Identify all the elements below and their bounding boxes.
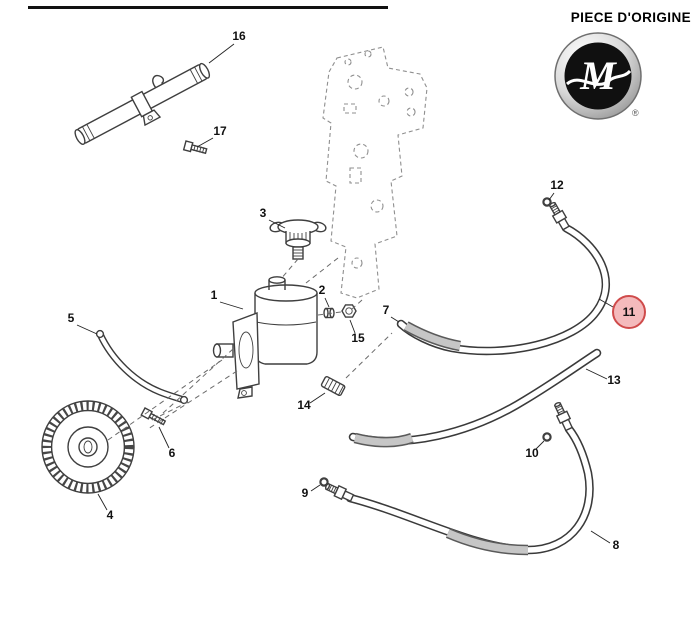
registered-mark: ®	[632, 108, 639, 118]
title-underline	[28, 6, 388, 9]
pressure-hose-upper	[396, 201, 611, 356]
part-callout-1[interactable]: 1	[211, 288, 218, 302]
origin-label: PIECE D'ORIGINE	[570, 10, 691, 25]
reservoir-cap	[269, 219, 327, 281]
pulley	[41, 400, 135, 494]
leader-lines	[76, 43, 614, 544]
part-callout-4[interactable]: 4	[107, 508, 114, 522]
part-callout-2[interactable]: 2	[319, 283, 326, 297]
logo-disc	[564, 42, 632, 110]
oring-9	[319, 477, 329, 487]
part-callout-11[interactable]: 11	[623, 305, 636, 319]
assembly-dash-lines	[107, 257, 393, 441]
part-callout-10[interactable]: 10	[525, 446, 539, 460]
mounting-brace	[95, 329, 189, 405]
part-callout-8[interactable]: 8	[613, 538, 620, 552]
part-callout-9[interactable]: 9	[302, 486, 309, 500]
part-callout-3[interactable]: 3	[260, 206, 267, 220]
pressure-hose-lower	[324, 401, 594, 556]
oring-12	[542, 197, 552, 207]
mercury-logo: M ®	[552, 30, 644, 122]
steering-tube	[74, 62, 211, 145]
hose-coupler	[320, 376, 346, 397]
ghost-engine-bracket	[322, 46, 428, 299]
part-callout-5[interactable]: 5	[68, 311, 75, 325]
mercury-m-icon: M	[579, 53, 617, 98]
part-callout-11-highlight[interactable]: 11	[612, 295, 646, 329]
highlight-circle	[612, 295, 646, 329]
return-hose	[348, 348, 602, 448]
part-callout-6[interactable]: 6	[169, 446, 176, 460]
part-callout-7[interactable]: 7	[383, 303, 390, 317]
oring-10	[542, 432, 552, 442]
part-callout-12[interactable]: 12	[550, 178, 564, 192]
brace-bolt	[140, 407, 167, 426]
wave-icon	[565, 69, 632, 86]
part-callouts: 1 2 3 4 5 6 7 8 9 10 11 12 13 14 15 16 1…	[68, 29, 646, 552]
spacer-washer	[323, 307, 335, 319]
part-callout-17[interactable]: 17	[213, 124, 227, 138]
clamp-bolt	[182, 140, 208, 155]
part-callout-14[interactable]: 14	[297, 398, 311, 412]
power-steering-pump	[212, 276, 318, 399]
part-callout-13[interactable]: 13	[607, 373, 621, 387]
part-callout-16[interactable]: 16	[232, 29, 246, 43]
part-callout-15[interactable]: 15	[351, 331, 365, 345]
